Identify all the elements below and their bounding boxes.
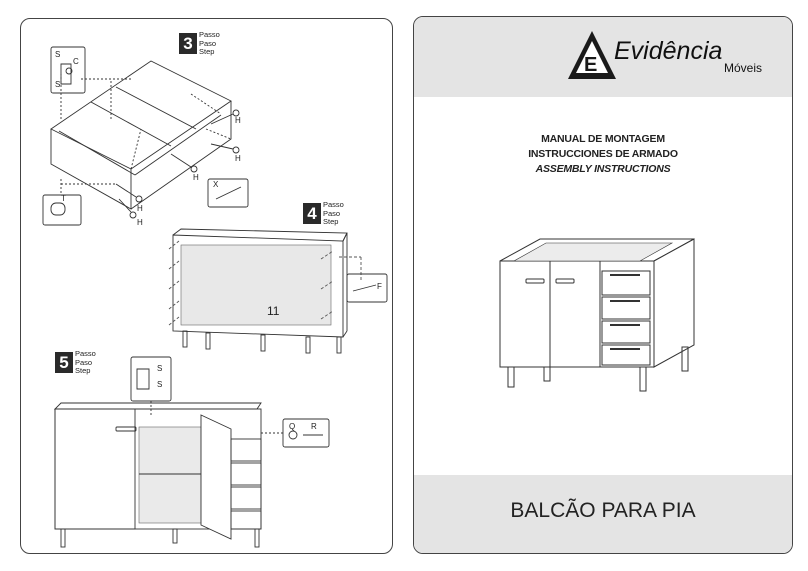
step-4-legs — [182, 330, 342, 354]
right-door-handle — [555, 278, 575, 284]
panel-11-label: 11 — [267, 304, 280, 318]
label-r: R — [311, 422, 317, 431]
step-5-left-door — [54, 408, 136, 530]
carcass-front-outline — [50, 129, 132, 210]
label-h-5: H — [137, 218, 143, 227]
label-h-4: H — [137, 204, 143, 213]
label-s-2: S — [55, 80, 60, 89]
step-5-interior — [138, 426, 202, 524]
cabinet-illustration — [499, 238, 695, 392]
step-4-words: Passo Paso Step — [323, 200, 344, 226]
drawer-1 — [601, 270, 651, 296]
footer-band — [414, 475, 792, 553]
product-name: BALCÃO PARA PIA — [510, 499, 696, 522]
manual-title-es: INSTRUCCIONES DE ARMADO — [528, 148, 678, 160]
manual-title-pt: MANUAL DE MONTAGEM — [541, 133, 665, 145]
label-x: X — [213, 180, 219, 189]
label-h-2: H — [235, 154, 241, 163]
left-door-handle — [525, 278, 545, 284]
step-5-words: Passo Paso Step — [75, 349, 96, 375]
dowel-detail-box — [42, 194, 82, 226]
brand-logo-letter: E — [584, 54, 597, 76]
brand-logo-icon: E — [568, 31, 616, 79]
step-5-open-door — [200, 414, 232, 540]
brand-sub: Móveis — [724, 61, 763, 75]
cover-panel: E Evidência Móveis MANUAL DE MONTAGEM IN… — [413, 16, 793, 554]
label-h-1: H — [235, 116, 241, 125]
screw-detail-box — [207, 178, 249, 208]
label-s-1: S — [55, 50, 60, 59]
carcass-side-outline — [130, 101, 232, 210]
step-5-top-outline — [53, 402, 262, 410]
label-s-4: S — [157, 380, 162, 389]
screw-h-group — [115, 109, 240, 219]
panel-11-fill — [180, 244, 332, 326]
brand-name: Evidência — [614, 37, 723, 65]
label-c: C — [73, 57, 79, 66]
assembly-steps-panel: 3 Passo Paso Step 4 Passo Paso Step 5 Pa… — [20, 18, 393, 554]
label-f: F — [377, 282, 382, 291]
label-q: Q — [289, 422, 295, 431]
manual-title-en: ASSEMBLY INSTRUCTIONS — [535, 163, 671, 175]
step-3-words: Passo Paso Step — [199, 30, 220, 56]
bracket-detail-box — [50, 46, 86, 94]
carcass-top-outline — [50, 60, 232, 170]
pin-detail-box — [346, 273, 388, 303]
step-5-legs — [60, 528, 260, 548]
step-5-number: 5 — [55, 352, 73, 373]
cabinet-side — [653, 238, 695, 368]
step-3-number: 3 — [179, 33, 197, 54]
step-4-number: 4 — [303, 203, 321, 224]
cabinet-legs — [507, 346, 689, 392]
label-t: T — [61, 194, 66, 203]
drawer-3 — [601, 320, 651, 344]
cabinet-front — [499, 260, 655, 368]
step-3-diagram: S C S T H H H H H X F S S Q R — [42, 46, 388, 548]
label-h-3: H — [193, 173, 199, 182]
drawer-4 — [601, 344, 651, 366]
drawer-2 — [601, 296, 651, 320]
label-s-3: S — [157, 364, 162, 373]
